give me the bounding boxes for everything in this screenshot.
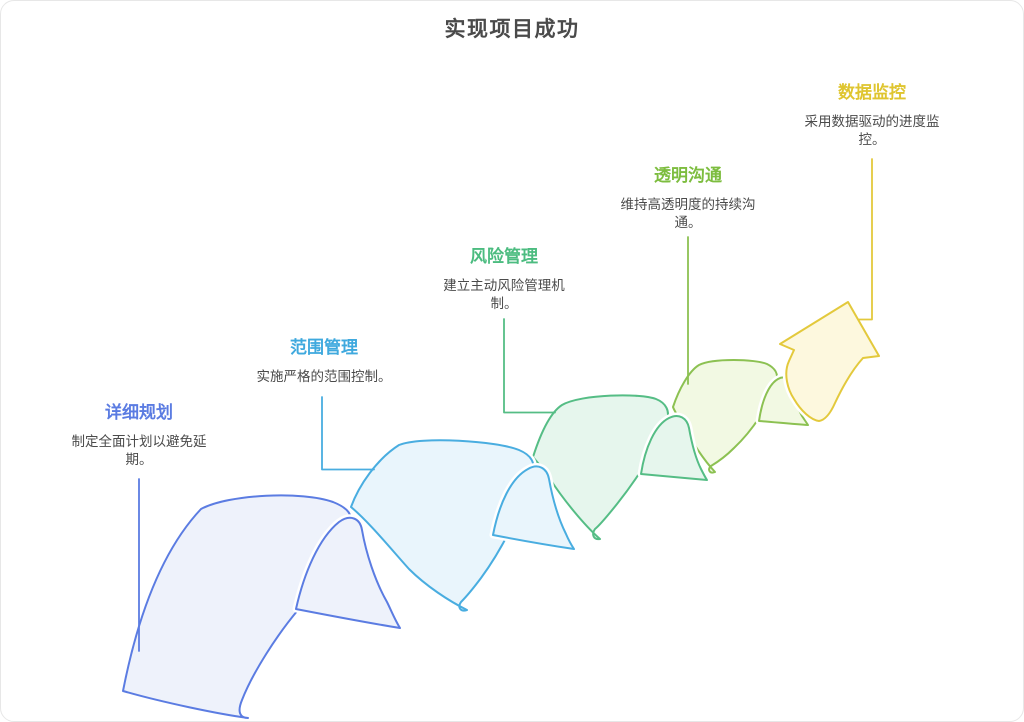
step-description-1: 制定全面计划以避免延期。 (71, 434, 207, 467)
leader-line-3 (503, 318, 556, 414)
step-description-5: 采用数据驱动的进度监控。 (804, 114, 940, 147)
step-title-3: 风险管理 (470, 247, 538, 266)
step-description-4: 维持高透明度的持续沟通。 (620, 197, 756, 230)
step-title-4: 透明沟通 (654, 166, 722, 185)
step-label-5: 数据监控 采用数据驱动的进度监控。 (777, 78, 967, 149)
wave-segment-1 (123, 495, 400, 718)
step-label-3: 风险管理 建立主动风险管理机制。 (409, 242, 599, 313)
step-label-4: 透明沟通 维持高透明度的持续沟通。 (593, 161, 783, 232)
step-label-2: 范围管理 实施严格的范围控制。 (229, 333, 419, 386)
step-description-2: 实施严格的范围控制。 (256, 369, 392, 384)
step-title-5: 数据监控 (838, 83, 906, 102)
leader-line-2 (321, 396, 375, 471)
wave-segment-2 (351, 440, 574, 610)
step-title-2: 范围管理 (290, 338, 358, 357)
leader-line-5 (858, 158, 873, 321)
step-title-1: 详细规划 (105, 403, 173, 422)
step-description-3: 建立主动风险管理机制。 (443, 278, 565, 311)
step-label-1: 详细规划 制定全面计划以避免延期。 (44, 398, 234, 469)
page-title: 实现项目成功 (444, 18, 580, 41)
